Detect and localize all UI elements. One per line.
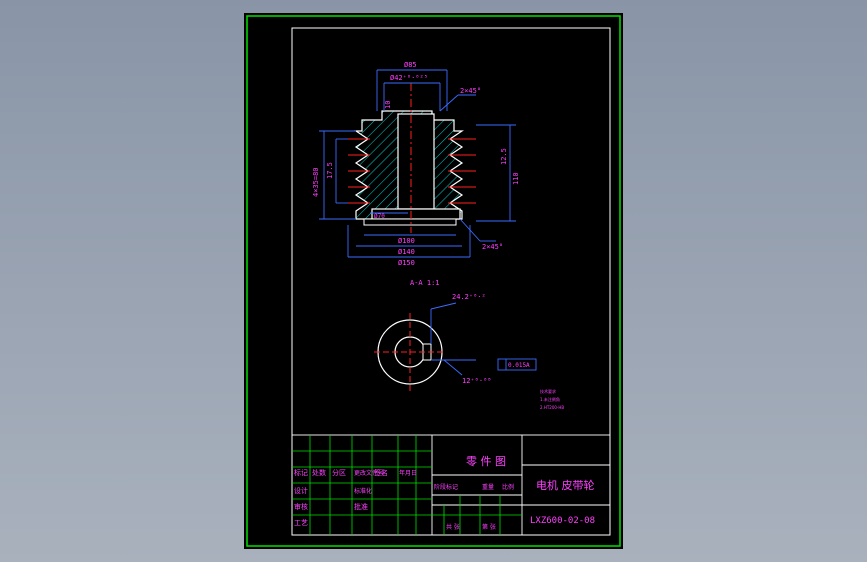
- tb-row-design: 设计: [294, 486, 308, 495]
- tb-col-change: 更改文件号: [354, 469, 384, 477]
- tb-col-sign: 签名: [374, 468, 388, 477]
- tb-part-title: 零 件 图: [466, 455, 506, 468]
- dim-keyway-width: 12⁺⁰·⁰⁸: [462, 377, 492, 385]
- tb-row-standard: 标准化: [354, 487, 372, 495]
- tb-drawing-number: LXZ600-02-08: [530, 516, 595, 526]
- technical-notes: 技术要求 1.未注倒角 2.HT200-HB: [540, 388, 564, 410]
- cad-drawing-canvas[interactable]: Ø85 Ø42⁺⁰·⁰²⁵ 2×45° Ø70 Ø100 Ø140 Ø150 2…: [244, 13, 623, 549]
- dim-groove-pitch: 17.5: [326, 162, 334, 179]
- gdt-tolerance: 0.015A: [508, 362, 530, 369]
- dimension-labels: Ø85 Ø42⁺⁰·⁰²⁵ 2×45° Ø70 Ø100 Ø140 Ø150 2…: [312, 61, 520, 267]
- dim-groove-total: 4×35=80: [312, 167, 320, 197]
- tb-part-name: 电机 皮带轮: [536, 478, 595, 492]
- tb-col-zone: 分区: [332, 468, 346, 477]
- dim-chamfer-bot: 2×45°: [482, 243, 503, 251]
- dim-d100: Ø100: [398, 237, 415, 245]
- tb-row-approve: 批准: [354, 502, 368, 511]
- keyway-view: A-A 1:1 24.2⁺⁰·² 12⁺⁰·⁰⁸ 0.015A: [374, 279, 537, 391]
- tb-sheet-no: 第 张: [482, 523, 496, 531]
- view-label-aa: A-A 1:1: [410, 279, 440, 287]
- dim-pitch-radius: 12.5: [500, 148, 508, 165]
- note-line-2: 2.HT200-HB: [540, 405, 564, 410]
- tb-row-process: 工艺: [294, 519, 308, 527]
- tb-row-review: 审核: [294, 502, 308, 511]
- dim-d42: Ø42⁺⁰·⁰²⁵: [390, 74, 428, 82]
- dim-d85: Ø85: [404, 61, 417, 69]
- outer-border: [246, 15, 621, 547]
- title-block: 标记 处数 分区 更改文件号 签名 年月日 设计 审核 工艺 标准化 批准 阶段…: [291, 434, 611, 536]
- dim-chamfer-top: 2×45°: [460, 87, 481, 95]
- dim-d150: Ø150: [398, 259, 415, 267]
- tb-col-date: 年月日: [399, 469, 417, 477]
- note-line-1: 1.未注倒角: [540, 396, 560, 402]
- inner-frame: [291, 27, 611, 536]
- dim-length-110: 110: [512, 172, 520, 185]
- tb-sheets-total: 共 张: [446, 523, 460, 531]
- dimension-lines: [319, 69, 516, 258]
- dim-top-length: 10: [384, 101, 392, 109]
- dim-d140: Ø140: [398, 248, 415, 256]
- tb-scale: 比例: [502, 483, 514, 491]
- tb-weight: 重量: [482, 483, 494, 491]
- pulley-section-view: [348, 83, 476, 233]
- drawing-sheet: Ø85 Ø42⁺⁰·⁰²⁵ 2×45° Ø70 Ø100 Ø140 Ø150 2…: [244, 13, 623, 549]
- tb-col-count: 处数: [312, 468, 326, 477]
- tb-col-mark: 标记: [294, 468, 308, 477]
- tb-stage-mark: 阶段标记: [434, 483, 458, 491]
- note-title: 技术要求: [540, 388, 556, 394]
- dim-d70: Ø70: [374, 213, 385, 220]
- dim-keyway-depth: 24.2⁺⁰·²: [452, 293, 486, 301]
